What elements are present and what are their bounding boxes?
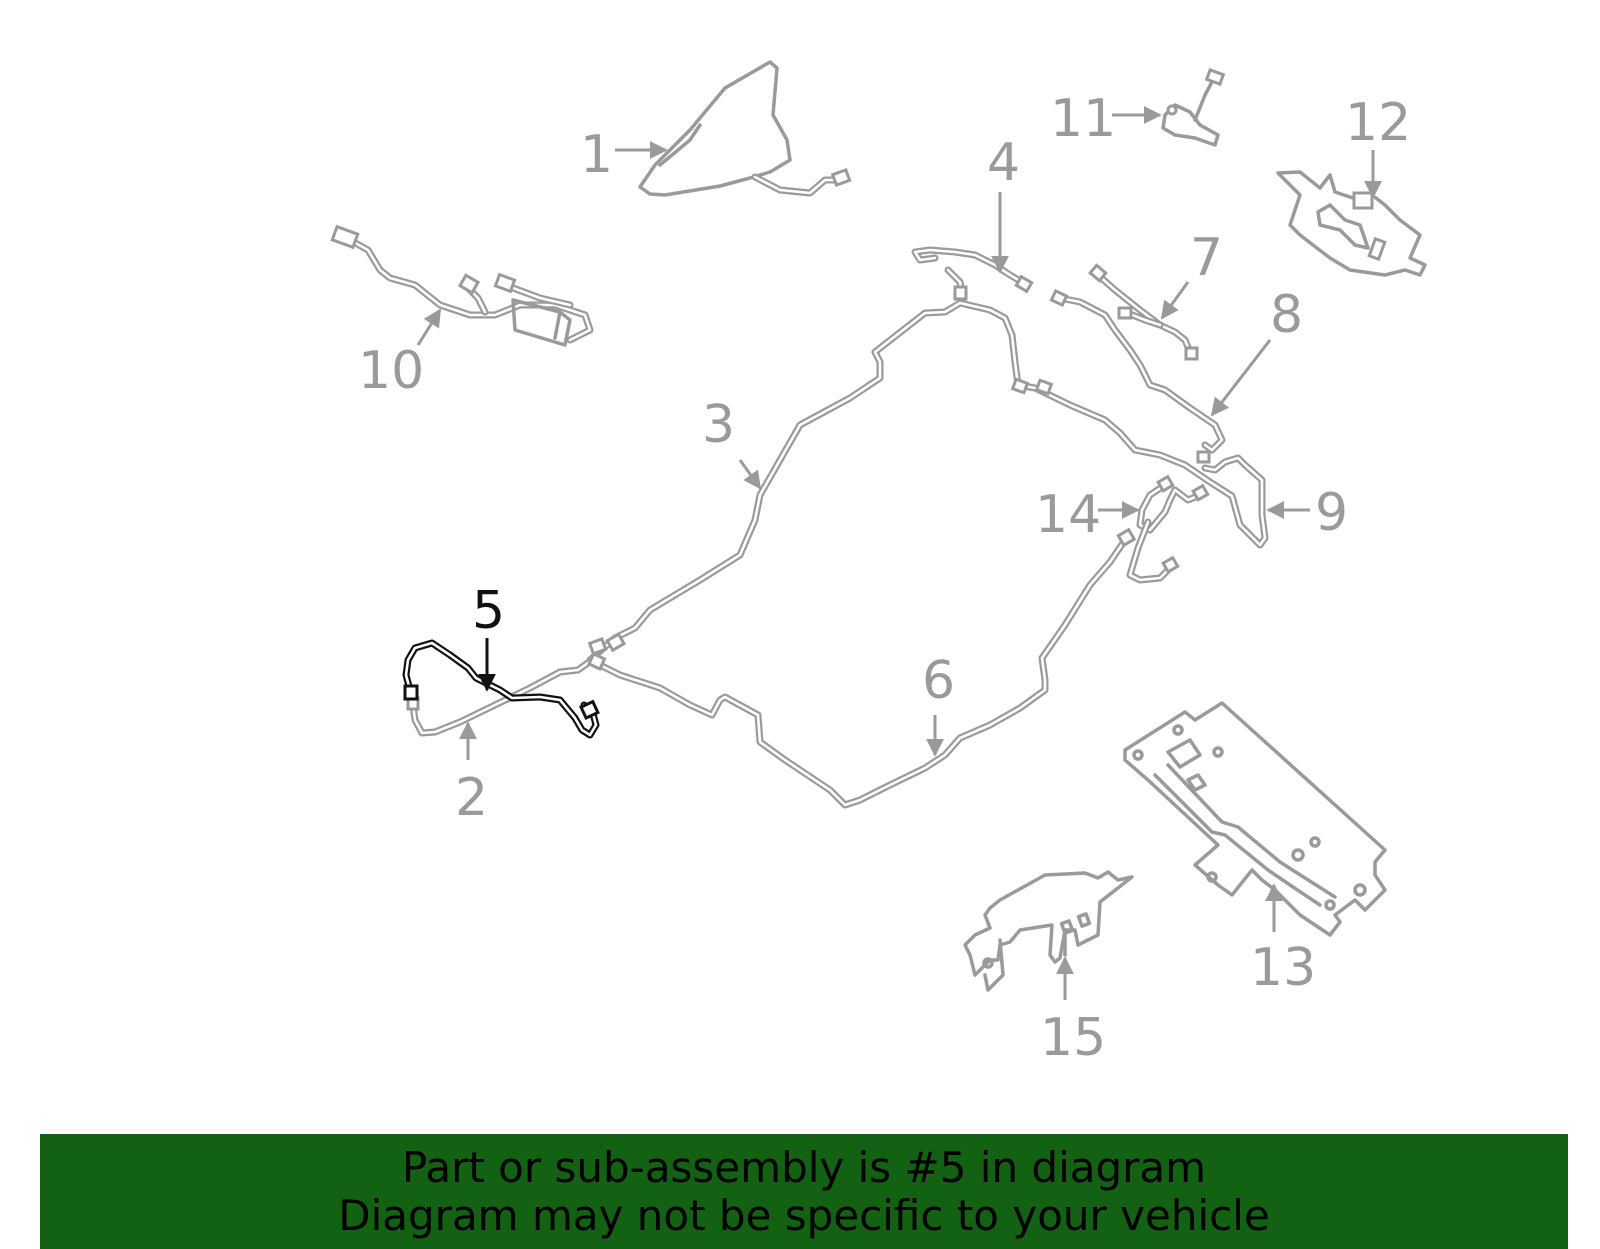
part-10-harness-module xyxy=(330,224,594,347)
part-2-harness xyxy=(406,636,608,737)
part-15-bracket xyxy=(963,870,1134,992)
part-1-antenna xyxy=(638,60,852,197)
part-13-plate xyxy=(1123,701,1387,937)
part-14-loop-harness xyxy=(1126,474,1210,584)
arrow-3 xyxy=(738,459,762,490)
arrow-10 xyxy=(416,308,442,346)
callout-10: 10 xyxy=(358,341,424,401)
notice-banner: Part or sub-assembly is #5 in diagram Di… xyxy=(40,1134,1568,1249)
callout-2: 2 xyxy=(455,768,488,828)
callout-15: 15 xyxy=(1040,1008,1106,1068)
banner-line-2: Diagram may not be specific to your vehi… xyxy=(338,1190,1270,1240)
part-5-highlighted-harness xyxy=(402,639,600,739)
arrow-7 xyxy=(1160,281,1190,320)
callout-8: 8 xyxy=(1270,285,1303,345)
part-7-harness xyxy=(1088,263,1199,361)
part-11-sensor xyxy=(1161,67,1226,147)
arrow-8 xyxy=(1210,339,1272,417)
callout-9: 9 xyxy=(1315,483,1348,543)
banner-line-1: Part or sub-assembly is #5 in diagram xyxy=(401,1142,1207,1192)
callout-14: 14 xyxy=(1035,485,1101,545)
leader-arrows xyxy=(416,106,1382,1000)
callout-5: 5 xyxy=(472,581,505,641)
part-12-module xyxy=(1276,170,1427,277)
callout-labels: 1 2 3 4 5 6 7 8 9 10 11 12 13 14 15 xyxy=(358,89,1411,1068)
part-6-harness xyxy=(587,527,1137,809)
callout-11: 11 xyxy=(1050,89,1116,149)
callout-12: 12 xyxy=(1345,93,1411,153)
part-4-harness xyxy=(911,246,1034,301)
callout-4: 4 xyxy=(987,133,1020,193)
callout-1: 1 xyxy=(580,125,613,185)
callout-3: 3 xyxy=(702,395,735,455)
callout-13: 13 xyxy=(1250,938,1316,998)
callout-6: 6 xyxy=(922,651,955,711)
part-8-harness xyxy=(1049,288,1226,454)
callout-7: 7 xyxy=(1190,228,1223,288)
part-3-main-harness xyxy=(586,299,1269,664)
